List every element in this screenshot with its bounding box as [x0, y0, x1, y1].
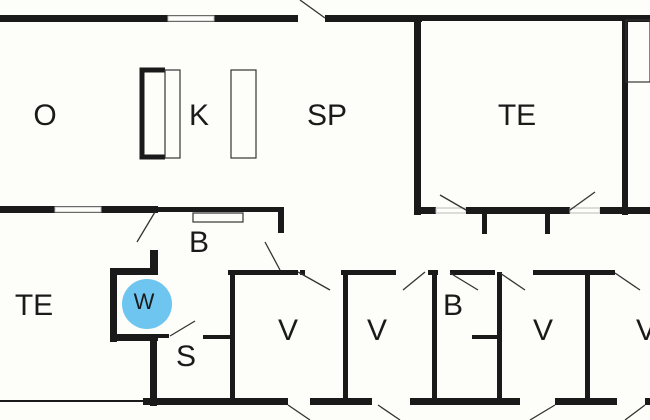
room-label-v4: V: [636, 314, 650, 347]
washer-marker: [122, 279, 172, 329]
room-label-w: W: [134, 289, 155, 314]
room-label-v2: V: [367, 314, 387, 347]
room-label-te-upper: TE: [498, 99, 536, 132]
room-label-b-upper: B: [189, 226, 209, 259]
room-label-sp: SP: [307, 99, 347, 132]
room-label-v3: V: [533, 314, 553, 347]
room-label-v1: V: [278, 314, 298, 347]
room-label-o: O: [33, 99, 56, 132]
room-label-k: K: [189, 99, 209, 132]
doors: [136, 0, 646, 420]
room-label-b-lower: B: [443, 289, 463, 322]
kitchen-fixtures: [139, 67, 257, 223]
room-label-s: S: [176, 340, 196, 373]
room-label-te-lower: TE: [15, 289, 53, 322]
walls: [0, 15, 650, 406]
